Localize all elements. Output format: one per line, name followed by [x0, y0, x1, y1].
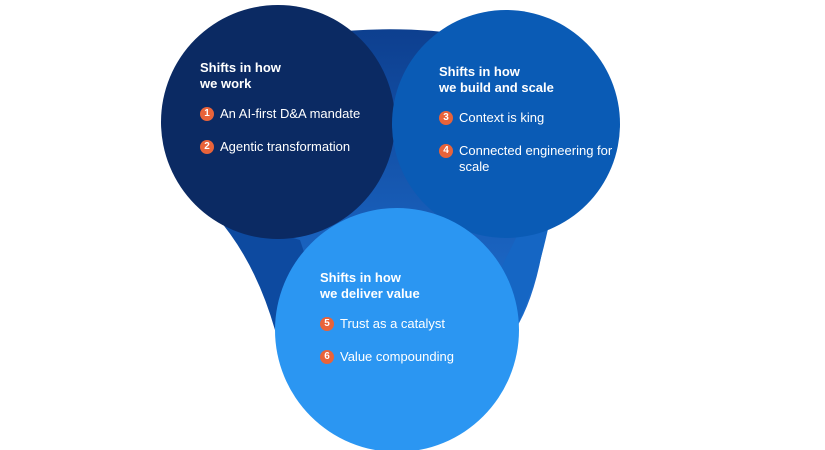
item-label: Value compounding	[340, 349, 454, 364]
group-title-line2: we build and scale	[439, 80, 554, 95]
item-label: An AI-first D&A mandate	[220, 106, 361, 121]
list-item: 4 Connected engineering for scale	[439, 143, 619, 175]
group-how-we-build-and-scale: Shifts in how we build and scale 3 Conte…	[439, 64, 619, 192]
number-badge: 2	[200, 140, 214, 154]
list-item: 1 An AI-first D&A mandate	[200, 106, 390, 122]
list-item: 2 Agentic transformation	[200, 139, 390, 155]
item-label: Trust as a catalyst	[340, 316, 445, 331]
group-title: Shifts in how we deliver value	[320, 270, 500, 302]
number-badge: 6	[320, 350, 334, 364]
number-badge: 5	[320, 317, 334, 331]
list-item: 5 Trust as a catalyst	[320, 316, 500, 332]
group-title-line1: Shifts in how	[320, 270, 401, 285]
group-title-line2: we deliver value	[320, 286, 420, 301]
circle-how-we-deliver-value	[275, 208, 519, 450]
group-title-line2: we work	[200, 76, 252, 91]
item-label: Connected engineering for scale	[459, 143, 613, 174]
group-title-line1: Shifts in how	[200, 60, 281, 75]
item-label: Agentic transformation	[220, 139, 351, 154]
circle-how-we-work	[161, 5, 395, 239]
group-title: Shifts in how we work	[200, 60, 390, 92]
number-badge: 1	[200, 107, 214, 121]
number-badge: 4	[439, 144, 453, 158]
group-how-we-deliver-value: Shifts in how we deliver value 5 Trust a…	[320, 270, 500, 382]
item-label: Context is king	[459, 110, 545, 125]
circle-how-we-build-and-scale	[392, 10, 620, 238]
number-badge: 3	[439, 111, 453, 125]
list-item: 6 Value compounding	[320, 349, 500, 365]
list-item: 3 Context is king	[439, 110, 619, 126]
group-title: Shifts in how we build and scale	[439, 64, 619, 96]
group-title-line1: Shifts in how	[439, 64, 520, 79]
group-how-we-work: Shifts in how we work 1 An AI-first D&A …	[200, 60, 390, 172]
